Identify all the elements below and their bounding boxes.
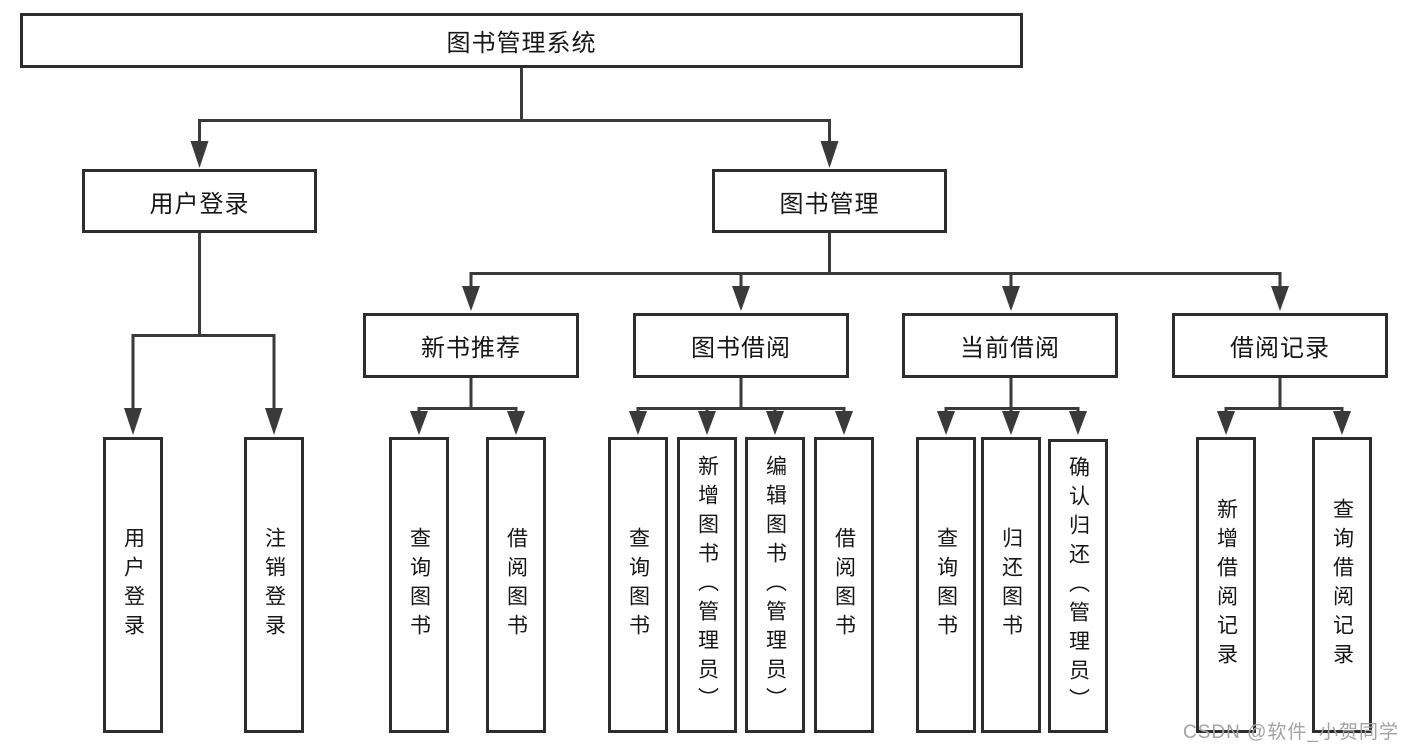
- leaf-user-login: 用户登录: [103, 437, 163, 733]
- leaf-query-books-current: 查询图书: [916, 437, 976, 733]
- leaf-query-borrow-record-label: 查询借阅记录: [1330, 498, 1354, 672]
- node-new-book-recommend-label: 新书推荐: [421, 335, 521, 362]
- leaf-edit-book-admin: 编辑图书（管理员）: [745, 437, 805, 733]
- leaf-logout: 注销登录: [244, 437, 304, 733]
- node-root-label: 图书管理系统: [446, 30, 597, 57]
- node-root: 图书管理系统: [20, 13, 1023, 68]
- node-current-borrowing: 当前借阅: [902, 313, 1118, 378]
- leaf-query-books-recommend: 查询图书: [389, 437, 449, 733]
- leaf-return-books: 归还图书: [981, 437, 1041, 733]
- leaf-confirm-return-admin: 确认归还（管理员）: [1048, 439, 1108, 733]
- leaf-logout-label: 注销登录: [262, 527, 286, 643]
- leaf-borrow-books-label: 借阅图书: [832, 527, 856, 643]
- leaf-user-login-label: 用户登录: [121, 527, 145, 643]
- leaf-add-book-admin: 新增图书（管理员）: [677, 437, 737, 733]
- csdn-watermark: CSDN @软件_小贺同学: [1183, 722, 1399, 743]
- leaf-query-books-borrowing-label: 查询图书: [626, 527, 650, 643]
- node-user-login-label: 用户登录: [149, 190, 250, 218]
- node-book-management: 图书管理: [712, 169, 947, 233]
- node-current-borrowing-label: 当前借阅: [960, 335, 1060, 362]
- leaf-query-books-borrowing: 查询图书: [608, 437, 668, 733]
- node-book-management-label: 图书管理: [779, 190, 880, 218]
- node-book-borrowing: 图书借阅: [633, 313, 849, 378]
- leaf-borrow-books-recommend: 借阅图书: [486, 437, 546, 733]
- node-book-borrowing-label: 图书借阅: [691, 335, 791, 362]
- leaf-add-book-admin-label: 新增图书（管理员）: [695, 454, 719, 716]
- leaf-query-borrow-record: 查询借阅记录: [1312, 437, 1372, 733]
- leaf-edit-book-admin-label: 编辑图书（管理员）: [763, 454, 787, 716]
- leaf-return-books-label: 归还图书: [999, 527, 1023, 643]
- arrowhead-icons: [124, 141, 1351, 435]
- leaf-query-books-current-label: 查询图书: [934, 527, 958, 643]
- node-borrow-records: 借阅记录: [1172, 313, 1388, 378]
- leaf-borrow-books-recommend-label: 借阅图书: [504, 527, 528, 643]
- leaf-confirm-return-admin-label: 确认归还（管理员）: [1066, 455, 1090, 717]
- node-new-book-recommend: 新书推荐: [363, 313, 579, 378]
- node-borrow-records-label: 借阅记录: [1230, 335, 1330, 362]
- leaf-borrow-books: 借阅图书: [814, 437, 874, 733]
- leaf-query-books-recommend-label: 查询图书: [407, 527, 431, 643]
- leaf-add-borrow-record-label: 新增借阅记录: [1214, 498, 1238, 672]
- leaf-add-borrow-record: 新增借阅记录: [1196, 437, 1256, 733]
- node-user-login: 用户登录: [82, 169, 317, 233]
